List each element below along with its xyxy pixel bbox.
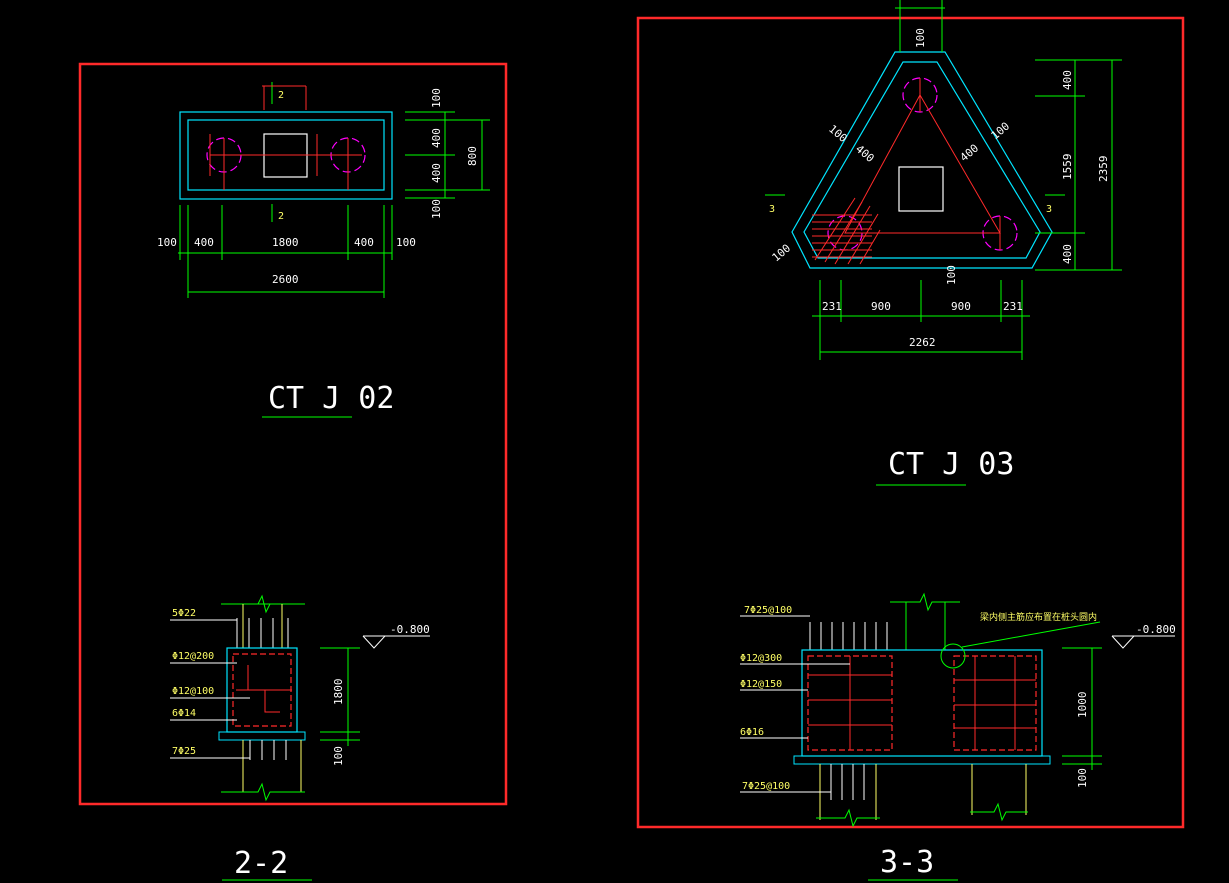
section-33-drawing bbox=[740, 592, 1175, 828]
s22-label-1: Φ12@200 bbox=[172, 651, 214, 662]
section-22-title: 2-2 bbox=[234, 846, 288, 881]
ctj02-dim-bottom-1: 400 bbox=[194, 236, 214, 249]
ctj02-plan: 2 2 bbox=[179, 82, 393, 222]
ctj03-dim-bottom-0: 231 bbox=[822, 300, 842, 313]
ctj03-dim-bottom-3: 231 bbox=[1003, 300, 1023, 313]
ctj02-dim-right-3: 100 bbox=[430, 199, 443, 219]
s22-label-0: 5Φ22 bbox=[172, 608, 196, 619]
ctj02-dim-bottom-3: 400 bbox=[354, 236, 374, 249]
frame-ctj03 bbox=[636, 16, 1185, 829]
ctj03-dim-bottom-1: 900 bbox=[871, 300, 891, 313]
ctj02-dims-right bbox=[405, 111, 490, 199]
ctj03-edge-bottom-left: 100 bbox=[770, 242, 794, 265]
ctj03-edge-bottom-center: 100 bbox=[945, 265, 958, 285]
s33-label-2: Φ12@150 bbox=[740, 679, 782, 690]
s33-label-1: Φ12@300 bbox=[740, 653, 782, 664]
s33-base: 100 bbox=[1076, 768, 1089, 788]
ctj02-section-mark-top: 2 bbox=[278, 90, 284, 101]
s22-label-2: Φ12@100 bbox=[172, 686, 214, 697]
section-33-title: 3-3 bbox=[880, 845, 934, 880]
ctj03-plan: 3 3 bbox=[765, 0, 1065, 269]
s22-label-4: 7Φ25 bbox=[172, 746, 196, 757]
s33-label-4: 7Φ25@100 bbox=[742, 781, 790, 792]
ctj02-dim-bottom-0: 100 bbox=[157, 236, 177, 249]
ctj03-inner-left: 400 bbox=[853, 142, 877, 165]
s33-height: 1000 bbox=[1076, 692, 1089, 719]
ctj03-edge-right: 100 bbox=[989, 120, 1013, 143]
s33-note: 梁内侧主筋应布置在桩头圆内 bbox=[980, 611, 1097, 623]
ctj03-dims-bottom bbox=[812, 280, 1030, 360]
ctj02-dim-right-2: 400 bbox=[430, 163, 443, 183]
ctj02-title: CT J 02 bbox=[268, 381, 394, 416]
ctj02-dim-right-0: 100 bbox=[430, 88, 443, 108]
ctj03-hatch bbox=[812, 197, 881, 265]
ctj03-dim-right-2: 400 bbox=[1061, 244, 1074, 264]
ctj03-dim-right-total: 2359 bbox=[1097, 156, 1110, 183]
ctj03-dim-top: 100 bbox=[914, 28, 927, 48]
ctj03-section-mark-left: 3 bbox=[769, 204, 775, 215]
ctj03-dim-right-0: 400 bbox=[1061, 70, 1074, 90]
s22-height: 1800 bbox=[332, 679, 345, 706]
ctj03-dims-right bbox=[1035, 59, 1122, 271]
section-22-drawing bbox=[170, 594, 430, 802]
s22-label-3: 6Φ14 bbox=[172, 708, 196, 719]
ctj02-dim-right-1: 400 bbox=[430, 128, 443, 148]
s22-elevation: -0.800 bbox=[390, 623, 430, 636]
ctj02-dim-right-total: 800 bbox=[466, 146, 479, 166]
ctj03-dim-bottom-total: 2262 bbox=[909, 336, 936, 349]
ctj02-section-mark-bottom: 2 bbox=[278, 211, 284, 222]
ctj03-dim-right-1: 1559 bbox=[1061, 154, 1074, 181]
s33-label-3: 6Φ16 bbox=[740, 727, 764, 738]
ctj03-title: CT J 03 bbox=[888, 447, 1014, 482]
ctj02-dim-bottom-total: 2600 bbox=[272, 273, 299, 286]
ctj02-dim-bottom-2: 1800 bbox=[272, 236, 299, 249]
frame-ctj02 bbox=[78, 62, 508, 806]
ctj03-inner-right: 400 bbox=[958, 142, 982, 165]
ctj03-edge-left: 100 bbox=[826, 122, 850, 145]
ctj02-dim-bottom-4: 100 bbox=[396, 236, 416, 249]
s33-label-0: 7Φ25@100 bbox=[744, 605, 792, 616]
ctj03-dim-bottom-2: 900 bbox=[951, 300, 971, 313]
ctj02-dims-bottom bbox=[178, 205, 393, 298]
s22-base: 100 bbox=[332, 746, 345, 766]
ctj03-section-mark-right: 3 bbox=[1046, 204, 1052, 215]
s33-elevation: -0.800 bbox=[1136, 623, 1176, 636]
